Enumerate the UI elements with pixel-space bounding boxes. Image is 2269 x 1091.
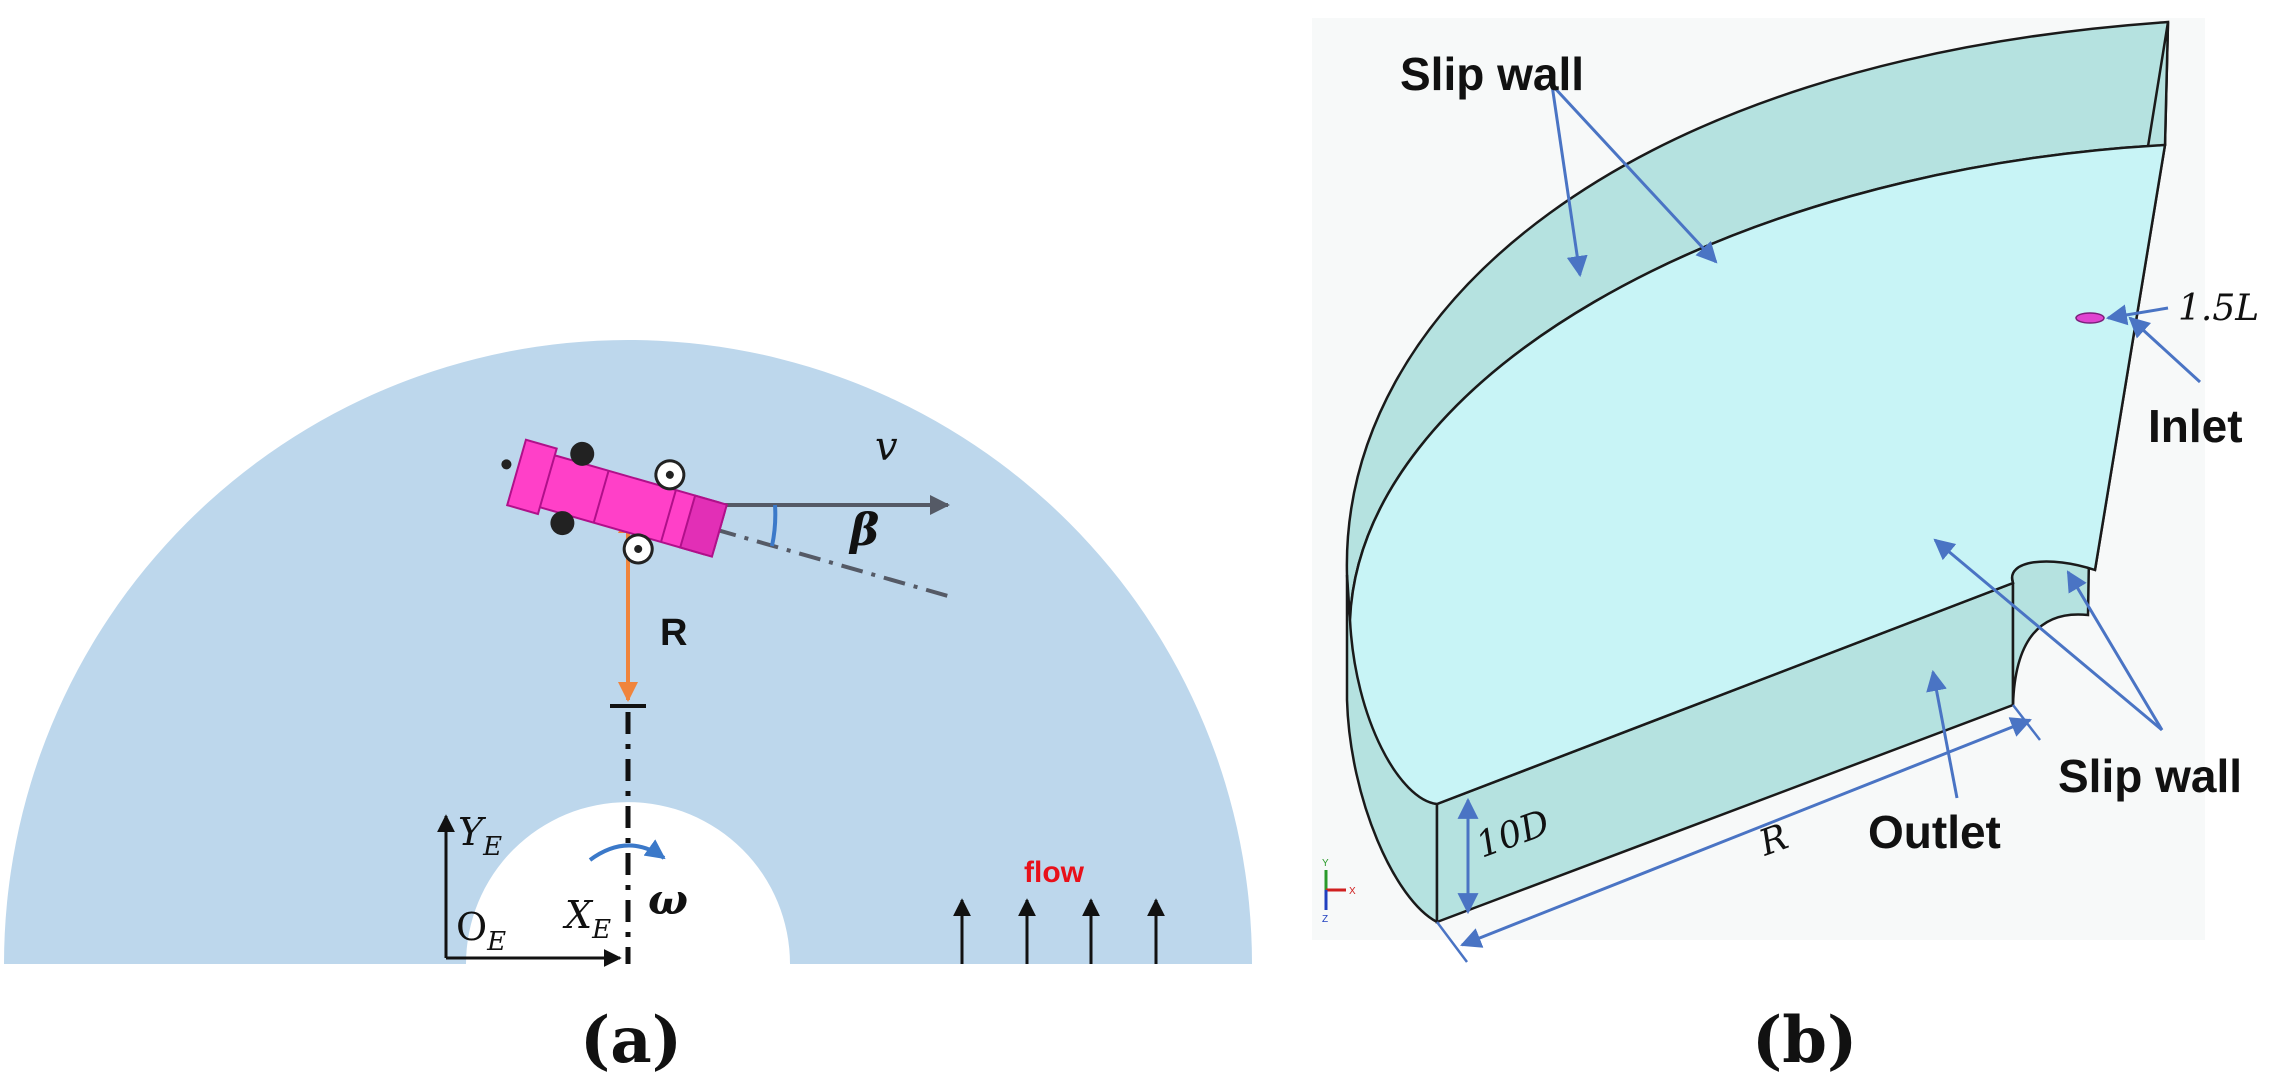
panel-b-caption: (b) (1752, 1003, 1857, 1078)
svg-text:X: X (1349, 886, 1356, 897)
panel-b: Y X Z Slip wall 1.5L Inlet Slip wall Out… (1312, 18, 2259, 1078)
radius-label: R (660, 612, 687, 654)
outlet-label: Outlet (1868, 806, 2001, 858)
drift-angle-label: β (848, 505, 879, 556)
vehicle-marker-icon (2075, 312, 2105, 324)
flow-arrows (953, 898, 1165, 964)
slip-wall-right-label: Slip wall (2058, 750, 2242, 802)
dimension-tick (1436, 921, 1468, 963)
vehicle-icon (501, 438, 729, 565)
annotation-arrows (1457, 83, 2202, 948)
panel-a: R v β YE OE (4, 340, 1252, 1078)
panel-a-caption: (a) (580, 1003, 682, 1078)
omega-label: ω (648, 875, 688, 924)
svg-text:Y: Y (1322, 858, 1329, 869)
dimension-tick (2012, 704, 2041, 741)
origin-label: OE (456, 905, 506, 957)
drift-angle-arc (770, 504, 778, 547)
rotation-arrow (588, 839, 666, 862)
x-axis-label: XE (562, 893, 611, 945)
inlet-label: Inlet (2148, 400, 2243, 452)
velocity-label: v (875, 424, 898, 470)
flow-label: flow (1024, 856, 1085, 889)
top-face (1348, 143, 2167, 806)
svg-text:Z: Z (1322, 914, 1328, 925)
offset-label: 1.5L (2178, 288, 2259, 329)
axis-triad-icon: Y X Z (1322, 858, 1356, 925)
slip-wall-top-label: Slip wall (1400, 48, 1584, 100)
y-axis-label: YE (458, 810, 502, 862)
